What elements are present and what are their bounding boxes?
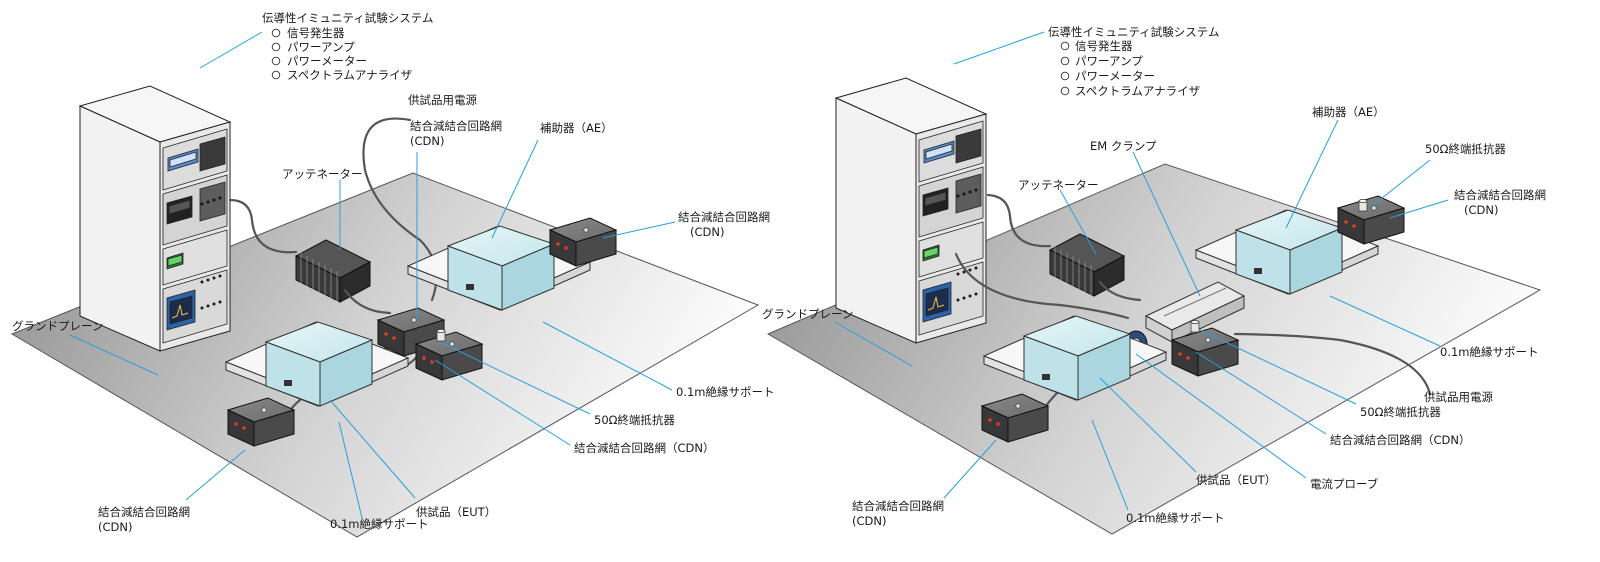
right-label-ground-plane: グランドプレーン xyxy=(762,307,853,321)
right-label-ae: 補助器（AE） xyxy=(1312,105,1385,119)
right-label-em-clamp: EM クランプ xyxy=(1090,139,1157,153)
left-system-title: 伝導性イミュニティ試験システム xyxy=(262,11,433,25)
left-label-cdn-top-1: 結合減結合回路網 xyxy=(410,119,502,133)
right-label-current-probe: 電流プローブ xyxy=(1310,477,1379,491)
left-label-ae: 補助器（AE） xyxy=(540,121,613,135)
left-label-terminator: 50Ω終端抵抗器 xyxy=(594,413,675,427)
left-label-cdn-right-2: (CDN) xyxy=(690,225,724,239)
right-cdn-right xyxy=(1337,195,1405,245)
right-label-eut-power: 供試品用電源 xyxy=(1424,390,1493,404)
right-terminator-top xyxy=(1358,199,1368,212)
right-system-item: パワーアンプ xyxy=(1075,54,1143,68)
left-label-attenuator: アッテネーター xyxy=(282,167,363,181)
right-system-item: 信号発生器 xyxy=(1075,39,1133,53)
right-label-terminator: 50Ω終端抵抗器 xyxy=(1360,405,1441,419)
right-label-attenuator: アッテネーター xyxy=(1018,178,1099,192)
left-label-cdn-top-2: (CDN) xyxy=(410,134,444,148)
left-system-item: スペクトラムアナライザ xyxy=(287,68,412,82)
left-terminator xyxy=(436,329,446,342)
right-label-terminator-top: 50Ω終端抵抗器 xyxy=(1425,142,1506,156)
left-label-eut-power: 供試品用電源 xyxy=(408,93,477,107)
left-setup: 伝導性イミュニティ試験システム 信号発生器 パワーアンプ パワーメーター スペク… xyxy=(10,11,775,538)
left-label-ground-plane: グランドプレーン xyxy=(12,319,103,333)
right-label-cdn-bottom-1: 結合減結合回路網 xyxy=(852,499,944,513)
right-label-support-bottom: 0.1m絶縁サポート xyxy=(1126,511,1225,525)
right-label-cdn-right-1: 結合減結合回路網 xyxy=(1454,188,1546,202)
right-system-item: パワーメーター xyxy=(1075,69,1155,83)
left-label-cdn-bottom-2: (CDN) xyxy=(98,520,132,534)
right-label-cdn-right-2: (CDN) xyxy=(1464,203,1498,217)
left-label-cdn-right-1: 結合減結合回路網 xyxy=(678,210,770,224)
left-label-cdn-mid: 結合減結合回路網（CDN） xyxy=(574,441,715,455)
right-system-title: 伝導性イミュニティ試験システム xyxy=(1048,25,1219,39)
right-system-item: スペクトラムアナライザ xyxy=(1075,84,1200,98)
left-label-support-bottom: 0.1m絶縁サポート xyxy=(330,517,429,531)
right-label-cdn-bottom-2: (CDN) xyxy=(852,514,886,528)
right-terminator xyxy=(1190,320,1200,333)
left-label-cdn-bottom-1: 結合減結合回路網 xyxy=(98,505,190,519)
right-label-cdn-mid: 結合減結合回路網（CDN） xyxy=(1330,433,1471,447)
right-label-support-right: 0.1m絶縁サポート xyxy=(1440,345,1539,359)
right-test-system-rack xyxy=(835,77,987,344)
left-system-list: 信号発生器 パワーアンプ パワーメーター スペクトラムアナライザ xyxy=(271,26,412,82)
left-system-item: パワーメーター xyxy=(287,54,367,68)
left-system-item: パワーアンプ xyxy=(287,40,355,54)
left-test-system-rack xyxy=(79,85,231,352)
right-label-eut: 供試品（EUT） xyxy=(1196,473,1276,487)
right-setup: 伝導性イミュニティ試験システム 信号発生器 パワーアンプ パワーメーター スペク… xyxy=(762,25,1546,535)
right-em-clamp xyxy=(1144,281,1246,343)
left-label-support-right: 0.1m絶縁サポート xyxy=(676,385,775,399)
right-system-list: 信号発生器 パワーアンプ パワーメーター スペクトラムアナライザ xyxy=(1060,39,1200,98)
left-label-eut: 供試品（EUT） xyxy=(416,505,496,519)
left-system-item: 信号発生器 xyxy=(287,26,345,40)
